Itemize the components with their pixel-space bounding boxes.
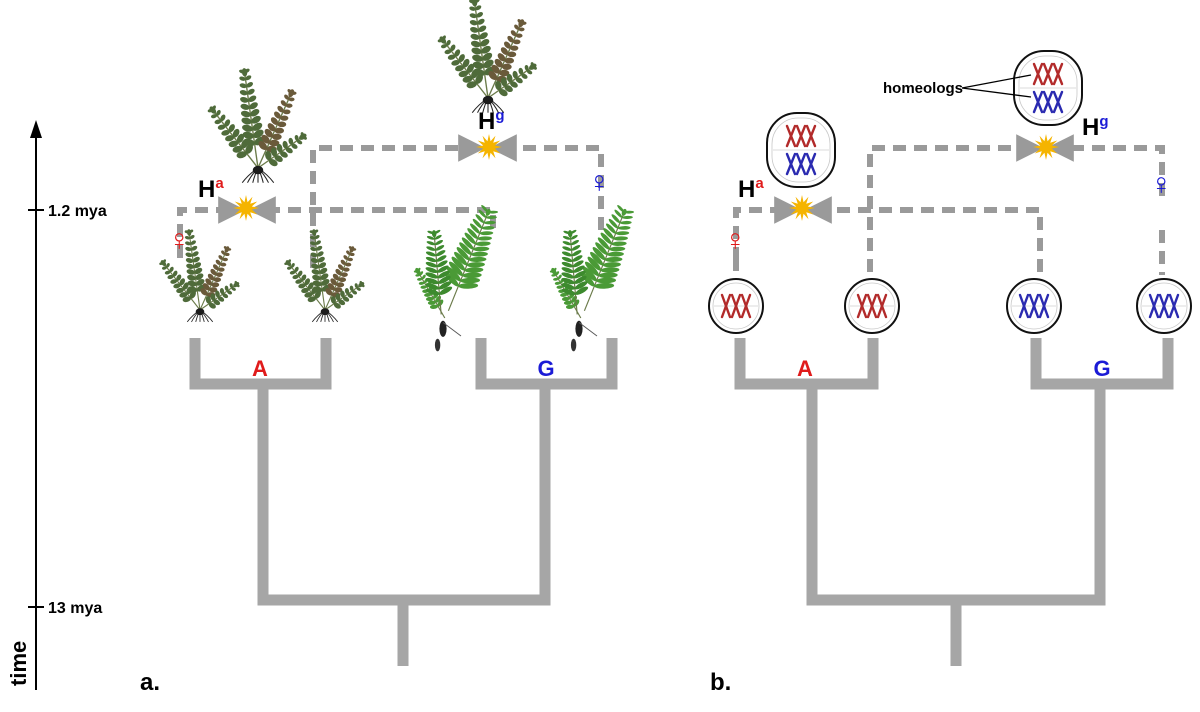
- female-symbol-icon: ♀: [1150, 168, 1173, 201]
- hybrid-label-ha: Ha: [198, 175, 224, 203]
- time-axis-label: time: [6, 641, 31, 686]
- chromosome-cell-icon: [1006, 278, 1062, 334]
- chromosome-cell-icon: [1013, 50, 1083, 126]
- lineage-label-g: G: [1093, 356, 1110, 381]
- hybridization-star-icon: [1033, 134, 1059, 160]
- fern-plant-icon: [437, 0, 537, 114]
- chromosome-cell-icon: [1136, 278, 1192, 334]
- fern-plant-icon: [413, 205, 499, 352]
- hybrid-label-hg: Hg: [478, 107, 505, 135]
- panel-label-b: b.: [710, 669, 731, 696]
- panel-b: Ha Hg ♀ ♀ A G b. homeologs: [708, 50, 1192, 696]
- lineage-label-g: G: [537, 356, 554, 381]
- fern-plant-icon: [549, 205, 635, 352]
- phylogenetic-tree-b: [734, 338, 1174, 666]
- hybridization-star-icon: [789, 195, 815, 221]
- homeologs-label: homeologs: [883, 80, 963, 97]
- panel-label-a: a.: [140, 669, 160, 696]
- female-symbol-icon: ♀: [724, 224, 747, 257]
- chromosome-cell-icon: [844, 278, 900, 334]
- hybridization-star-icon: [233, 195, 259, 221]
- fern-plant-icon: [284, 229, 365, 323]
- hybridization-star-icon: [476, 134, 502, 160]
- hybrid-label-ha: Ha: [738, 175, 764, 203]
- lineage-label-a: A: [797, 356, 813, 381]
- panel-a: Ha Hg ♀ ♀ A G a.: [140, 0, 635, 696]
- female-symbol-icon: ♀: [168, 224, 191, 257]
- chromosome-cell-icon: [766, 112, 836, 188]
- time-axis: 1.2 mya 13 mya time: [6, 120, 107, 690]
- homeologs-pointer: [961, 87, 1032, 98]
- lineage-label-a: A: [252, 356, 268, 381]
- fern-plant-icon: [207, 68, 307, 184]
- tick-label-13-mya: 13 mya: [48, 600, 102, 617]
- phylogenetic-tree-a: [189, 338, 618, 666]
- hybridization-paths-b: [733, 134, 1165, 275]
- female-symbol-icon: ♀: [588, 166, 611, 199]
- tick-label-1-2-mya: 1.2 mya: [48, 203, 107, 220]
- homeologs-pointer: [961, 74, 1032, 89]
- hybrid-label-hg: Hg: [1082, 113, 1109, 141]
- fern-plant-icon: [159, 229, 240, 323]
- chromosome-cell-icon: [708, 278, 764, 334]
